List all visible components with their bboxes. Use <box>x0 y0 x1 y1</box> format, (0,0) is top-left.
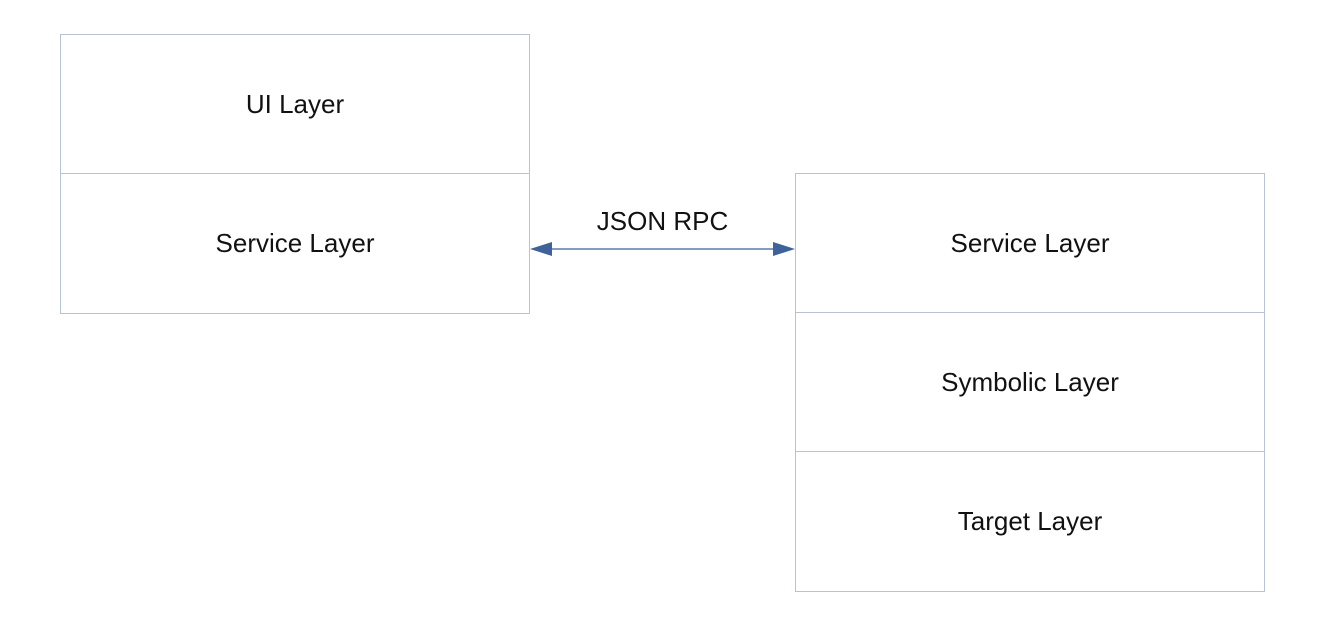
left-arrowhead-icon <box>530 242 552 256</box>
ui-layer-label: UI Layer <box>245 88 345 119</box>
client-stack: UI Layer Service Layer <box>60 34 530 314</box>
symbolic-layer-box: Symbolic Layer <box>796 313 1264 452</box>
target-layer-box: Target Layer <box>796 452 1264 591</box>
server-stack: Service Layer Symbolic Layer Target Laye… <box>795 173 1265 592</box>
client-service-layer-label: Service Layer <box>215 228 375 258</box>
right-arrowhead-icon <box>773 242 795 256</box>
target-layer-label: Target Layer <box>957 506 1103 536</box>
json-rpc-connector <box>530 242 795 256</box>
json-rpc-label: JSON RPC <box>596 206 729 236</box>
ui-layer-box: UI Layer <box>61 35 529 174</box>
server-service-layer-label: Service Layer <box>950 227 1110 258</box>
client-service-layer-box: Service Layer <box>61 174 529 313</box>
server-service-layer-box: Service Layer <box>796 174 1264 313</box>
symbolic-layer-label: Symbolic Layer <box>941 366 1119 397</box>
